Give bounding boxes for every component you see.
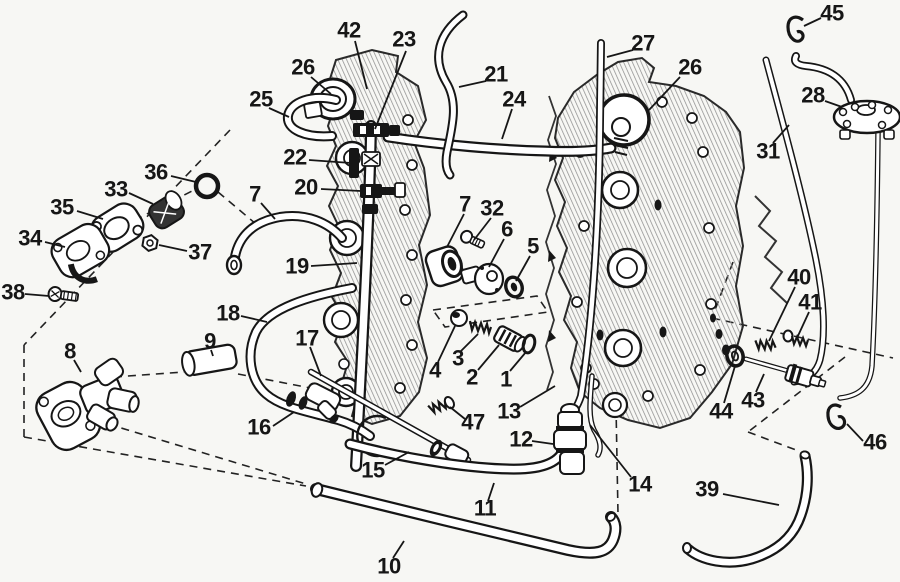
water-tube-19	[349, 120, 406, 472]
thermostat-housing-8	[35, 357, 140, 452]
clamp-bracket-22	[349, 148, 359, 178]
tube-fitting-20	[360, 151, 406, 214]
fitting-47	[427, 396, 456, 416]
o-ring-1	[521, 333, 537, 355]
thermostat-26-right	[597, 93, 651, 156]
sleeve-9	[181, 343, 238, 377]
flushing-fitting-28	[791, 52, 900, 401]
screw-41	[782, 329, 810, 350]
hook-46	[826, 403, 847, 430]
tee-fitting-16	[285, 382, 342, 424]
right-head-ports	[600, 170, 648, 419]
thermostat-33	[148, 190, 185, 230]
left-cylinder-head	[309, 48, 432, 426]
mount-bracket-zigzag	[754, 195, 788, 304]
spring-3	[468, 318, 493, 338]
nut-37	[141, 233, 159, 253]
cap-7	[424, 245, 464, 288]
water-tube-31	[762, 56, 827, 386]
hose-11	[344, 438, 572, 475]
elbow-fitting-12	[553, 403, 587, 475]
left-head-bolt-holes	[394, 114, 418, 394]
hose-10	[310, 482, 622, 559]
spring-40	[754, 337, 777, 353]
valve-seat-2	[493, 325, 527, 353]
hose-24	[382, 131, 617, 157]
tube-fitting-23	[353, 123, 400, 137]
hose-21	[434, 10, 468, 180]
hook-45	[786, 15, 805, 43]
hose-7-left	[225, 211, 347, 276]
callout-leader-lines	[24, 17, 864, 559]
grommet-5	[504, 275, 524, 299]
o-ring-36	[193, 172, 221, 200]
hose-39	[682, 450, 813, 568]
hose-18	[245, 283, 375, 441]
fitting-43	[743, 356, 827, 388]
grommet-44	[725, 344, 745, 368]
fitting-6	[460, 262, 505, 296]
screw-32	[460, 229, 486, 249]
head-gasket-edge	[545, 95, 557, 391]
poppet-4	[450, 309, 468, 327]
screw-38	[47, 286, 80, 303]
